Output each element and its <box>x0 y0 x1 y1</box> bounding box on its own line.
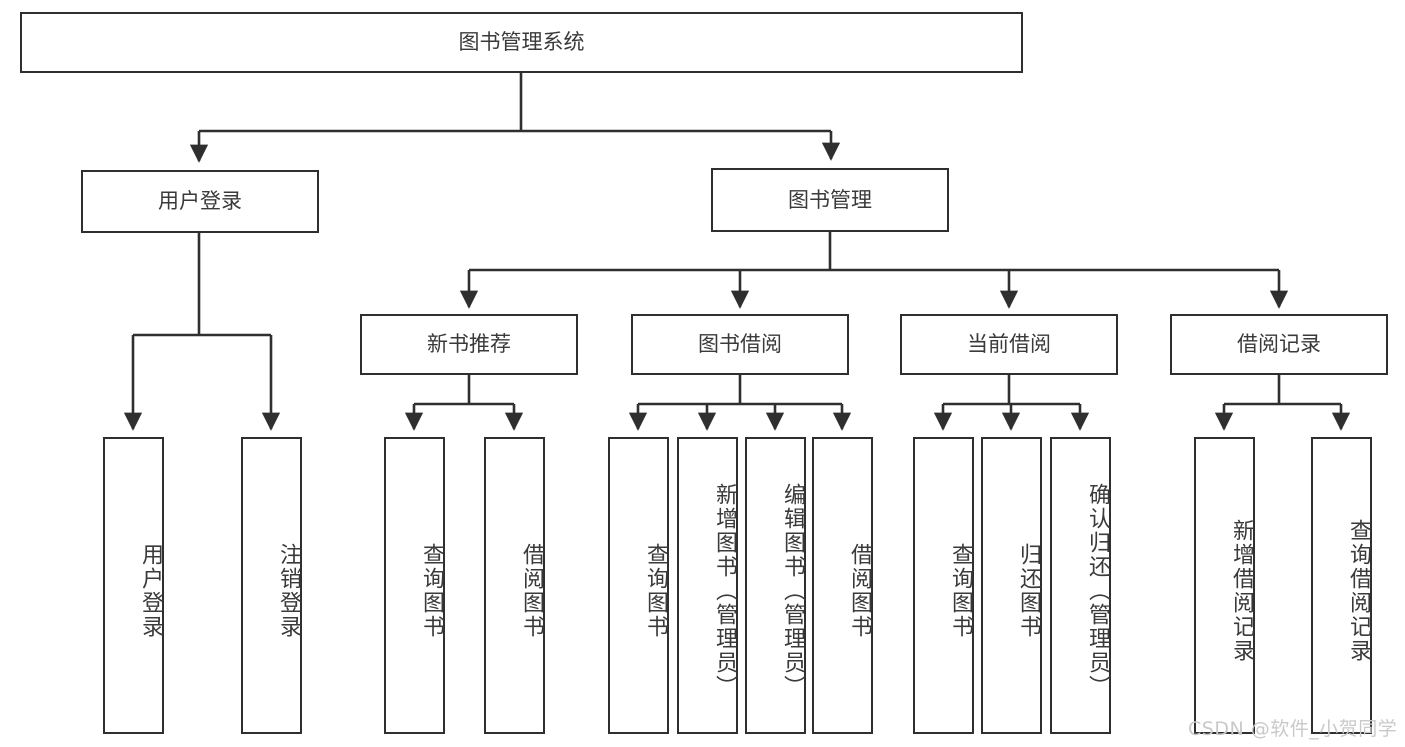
node-user-login[interactable]: 用户登录 <box>81 170 319 233</box>
leaf-borrow-edit-book[interactable]: 编辑图书（管理员） <box>745 437 806 734</box>
node-label: 借阅图书 <box>847 542 872 639</box>
node-label: 当前借阅 <box>967 332 1051 357</box>
node-label: 新增图书（管理员） <box>712 482 737 699</box>
node-label: 查询借阅记录 <box>1346 518 1371 663</box>
node-label: 确认归还（管理员） <box>1085 482 1110 699</box>
node-label: 借阅记录 <box>1237 332 1321 357</box>
leaf-borrow-query-book[interactable]: 查询图书 <box>608 437 669 734</box>
leaf-borrow-borrow-book[interactable]: 借阅图书 <box>812 437 873 734</box>
node-label: 图书借阅 <box>698 332 782 357</box>
node-book-management[interactable]: 图书管理 <box>711 168 949 232</box>
node-label: 用户登录 <box>158 189 242 214</box>
leaf-user-login[interactable]: 用户登录 <box>103 437 164 734</box>
node-label: 查询图书 <box>419 542 444 639</box>
node-label: 图书管理系统 <box>458 30 585 55</box>
node-current-borrow[interactable]: 当前借阅 <box>900 314 1118 375</box>
node-label: 注销登录 <box>276 542 301 639</box>
leaf-borrow-add-book[interactable]: 新增图书（管理员） <box>677 437 738 734</box>
node-label: 查询图书 <box>948 542 973 639</box>
node-label: 归还图书 <box>1016 542 1041 639</box>
leaf-current-return-book[interactable]: 归还图书 <box>981 437 1042 734</box>
leaf-current-query-book[interactable]: 查询图书 <box>913 437 974 734</box>
node-label: 用户登录 <box>138 542 163 639</box>
node-label: 查询图书 <box>643 542 668 639</box>
node-label: 新书推荐 <box>427 332 511 357</box>
leaf-logout[interactable]: 注销登录 <box>241 437 302 734</box>
node-label: 借阅图书 <box>519 542 544 639</box>
node-book-borrow[interactable]: 图书借阅 <box>631 314 849 375</box>
leaf-recommend-borrow-book[interactable]: 借阅图书 <box>484 437 545 734</box>
leaf-recommend-query-book[interactable]: 查询图书 <box>384 437 445 734</box>
node-new-book-recommend[interactable]: 新书推荐 <box>360 314 578 375</box>
node-label: 编辑图书（管理员） <box>780 482 805 699</box>
csdn-watermark: CSDN @软件_小贺同学 <box>1188 718 1398 740</box>
node-root-system[interactable]: 图书管理系统 <box>20 12 1023 73</box>
leaf-record-add[interactable]: 新增借阅记录 <box>1194 437 1255 734</box>
node-label: 图书管理 <box>788 187 872 212</box>
node-label: 新增借阅记录 <box>1229 518 1254 663</box>
node-borrow-record[interactable]: 借阅记录 <box>1170 314 1388 375</box>
leaf-current-confirm-return[interactable]: 确认归还（管理员） <box>1050 437 1111 734</box>
leaf-record-query[interactable]: 查询借阅记录 <box>1311 437 1372 734</box>
